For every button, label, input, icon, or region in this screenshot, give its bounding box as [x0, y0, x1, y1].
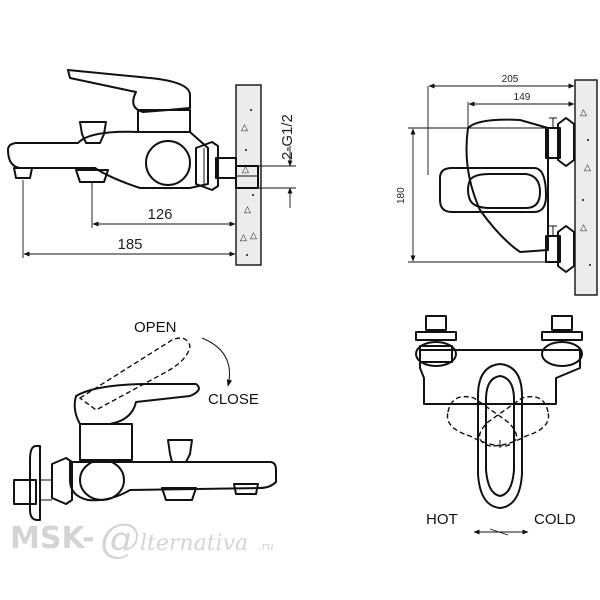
svg-text:lternativa: lternativa [140, 531, 248, 556]
side-view: △ △ △ △ △ 2-G1/2 [7, 69, 296, 266]
front-inlet-right [541, 315, 583, 367]
operation-hex-nut [51, 457, 73, 505]
operation-cartridge [79, 459, 125, 501]
dim-205: 205 [502, 74, 519, 85]
operation-body [69, 461, 277, 502]
body-column [137, 109, 191, 133]
wall-texture: △ △ △ △ △ [240, 109, 257, 256]
operation-column [79, 423, 133, 461]
svg-text:.ru: .ru [258, 540, 274, 553]
operation-knob [167, 439, 193, 463]
operation-connector [13, 479, 37, 505]
svg-text:△: △ [580, 222, 587, 232]
diverter-knob [79, 121, 107, 144]
dim-180: 180 [396, 187, 407, 204]
thread-label: 2-G1/2 [279, 114, 296, 160]
lever-sweep-left [446, 395, 518, 447]
operation-escutcheon [29, 445, 41, 521]
svg-text:△: △ [242, 164, 249, 174]
hex-nut [195, 141, 219, 191]
lever-sweep-right [478, 395, 550, 447]
top-connector-lower [545, 225, 575, 273]
top-lever-inner [467, 173, 541, 209]
wall-connector [235, 165, 259, 189]
close-label: CLOSE [208, 391, 259, 408]
front-inlet-left [415, 315, 457, 367]
svg-text:@: @ [100, 516, 140, 562]
watermark-logo: MSK- @ lternativa .ru [10, 516, 274, 562]
mixer-body [7, 130, 209, 189]
hot-label: HOT [426, 511, 458, 528]
dim-126: 126 [147, 206, 172, 223]
rotation-arrow [201, 337, 233, 387]
dim-185: 185 [117, 236, 142, 253]
operation-view: OPEN CLOSE [13, 319, 277, 521]
svg-text:△: △ [584, 162, 591, 172]
outlet-nut [75, 169, 109, 183]
top-view: △ △ △ 205 149 [396, 74, 598, 296]
top-lever [439, 167, 547, 213]
svg-text:△: △ [244, 204, 251, 214]
top-connector-upper [545, 117, 575, 167]
front-lever-inner [485, 375, 515, 497]
top-body [465, 118, 549, 253]
cold-label: COLD [534, 511, 576, 528]
spout-aerator [13, 167, 33, 179]
open-label: OPEN [134, 319, 177, 336]
lever-handle [67, 69, 191, 113]
front-bar [419, 349, 581, 405]
cartridge-housing [145, 140, 191, 186]
top-wall-texture: △ △ △ [580, 107, 591, 266]
svg-text:△: △ [241, 122, 248, 132]
front-lever [477, 363, 523, 509]
dim-149: 149 [514, 92, 531, 103]
operation-aerator [233, 483, 259, 495]
lever-open-position [78, 337, 191, 411]
svg-text:△: △ [240, 232, 247, 242]
operation-outlet [161, 487, 197, 501]
front-view: HOT COLD [415, 315, 583, 536]
top-view-wall [574, 79, 598, 296]
svg-text:△: △ [250, 230, 257, 240]
svg-text:MSK-: MSK- [10, 521, 95, 556]
svg-text:△: △ [580, 107, 587, 117]
lever-closed-position [73, 383, 200, 425]
